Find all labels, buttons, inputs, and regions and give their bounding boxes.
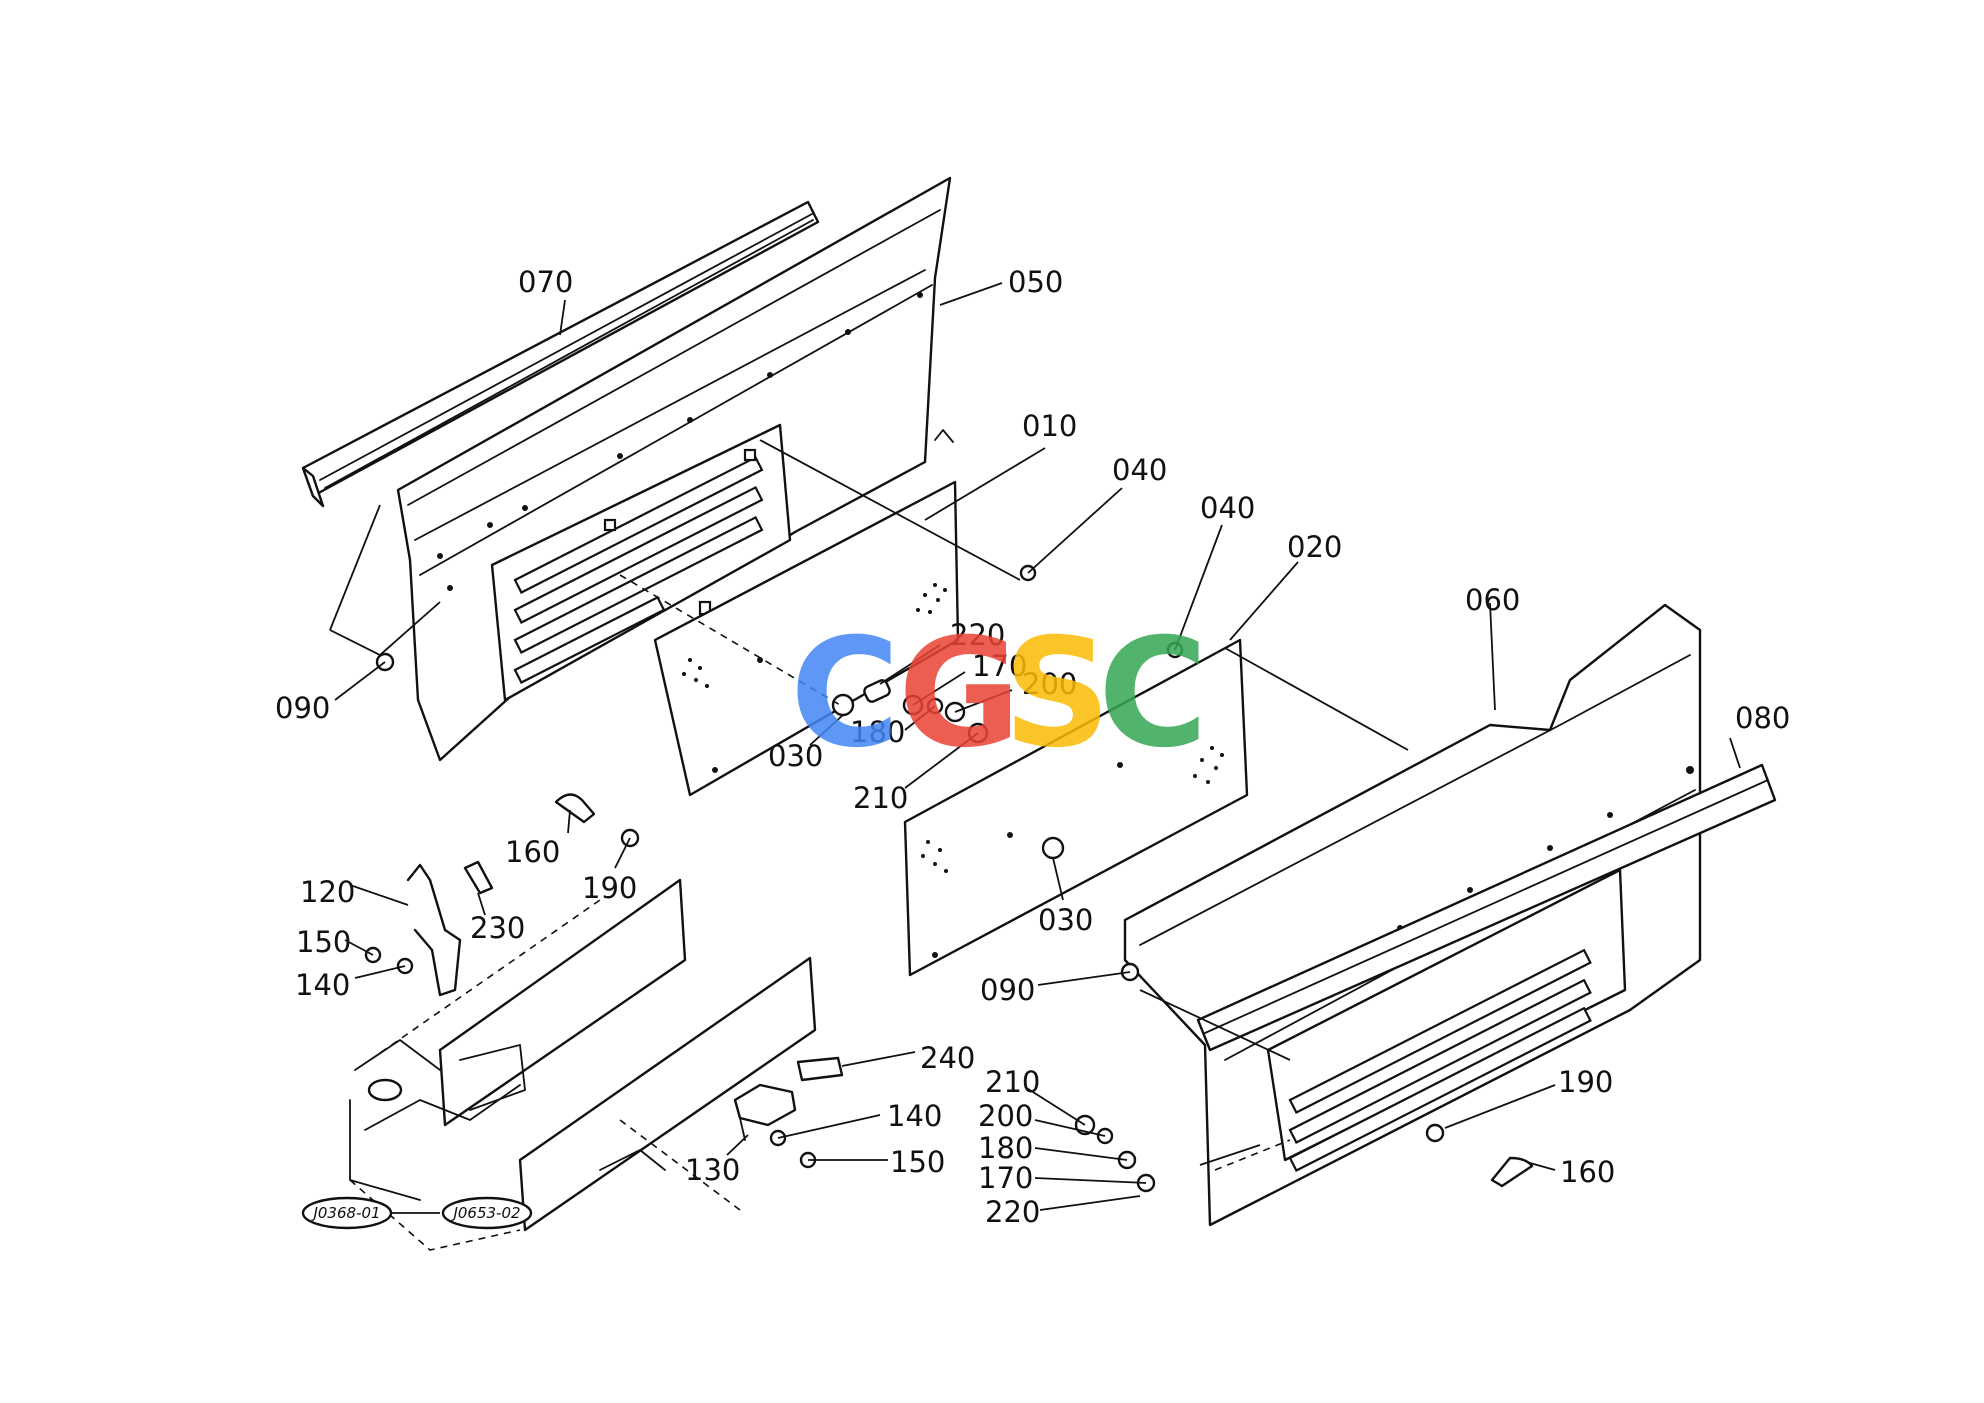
label-120: 120 bbox=[300, 875, 355, 909]
label-190-b: 190 bbox=[1558, 1065, 1613, 1099]
label-190-a: 190 bbox=[582, 871, 637, 905]
watermark-letter-2: G bbox=[898, 607, 1021, 781]
label-160-a: 160 bbox=[505, 835, 560, 869]
label-090-a: 090 bbox=[275, 691, 330, 725]
label-140-a: 140 bbox=[295, 968, 350, 1002]
label-230: 230 bbox=[470, 911, 525, 945]
label-240: 240 bbox=[920, 1041, 975, 1075]
label-040-b: 040 bbox=[1200, 491, 1255, 525]
label-030-a: 030 bbox=[768, 739, 823, 773]
inner-plate-020 bbox=[903, 638, 1249, 977]
label-170-b: 170 bbox=[978, 1161, 1033, 1195]
reference-callouts: J0368-01 J0653-02 bbox=[301, 1196, 533, 1230]
label-220-b: 220 bbox=[985, 1195, 1040, 1229]
label-leaders bbox=[334, 282, 1741, 1214]
label-160-b: 160 bbox=[1560, 1155, 1615, 1189]
label-040-a: 040 bbox=[1112, 453, 1167, 487]
label-150-a: 150 bbox=[296, 925, 351, 959]
watermark-letter-3: S bbox=[1003, 607, 1111, 781]
label-170-a: 170 bbox=[972, 649, 1027, 683]
label-210-b: 210 bbox=[985, 1065, 1040, 1099]
label-050: 050 bbox=[1008, 265, 1063, 299]
label-200-b: 200 bbox=[978, 1099, 1033, 1133]
watermark-letter-1: C bbox=[790, 607, 900, 781]
bracket-120 bbox=[406, 860, 494, 997]
reference-j0368: J0368-01 bbox=[310, 1204, 380, 1222]
label-030-b: 030 bbox=[1038, 903, 1093, 937]
watermark-letter-4: C bbox=[1098, 607, 1208, 781]
label-180-a: 180 bbox=[850, 715, 905, 749]
label-150-b: 150 bbox=[890, 1145, 945, 1179]
label-060: 060 bbox=[1465, 583, 1520, 617]
label-010: 010 bbox=[1022, 409, 1077, 443]
assembly-lines bbox=[329, 439, 1409, 1171]
label-140-b: 140 bbox=[887, 1099, 942, 1133]
label-220-a: 220 bbox=[950, 618, 1005, 652]
label-180-b: 180 bbox=[978, 1131, 1033, 1165]
label-090-b: 090 bbox=[980, 973, 1035, 1007]
inner-plate-010 bbox=[653, 480, 960, 797]
label-130: 130 bbox=[685, 1153, 740, 1187]
reference-j0653: J0653-02 bbox=[450, 1204, 520, 1222]
label-020: 020 bbox=[1287, 530, 1342, 564]
label-070: 070 bbox=[518, 265, 573, 299]
watermark-logo: C G S C bbox=[790, 607, 1208, 781]
label-200-a: 200 bbox=[1022, 667, 1077, 701]
latch-130 bbox=[733, 1056, 844, 1141]
label-210-a: 210 bbox=[853, 781, 908, 815]
cover-panel-050 bbox=[396, 176, 954, 762]
trim-strip-080 bbox=[1196, 763, 1777, 1052]
trim-strip-070 bbox=[301, 200, 820, 508]
part-labels: 070 050 010 040 040 020 060 080 090 220 … bbox=[275, 265, 1790, 1229]
label-080: 080 bbox=[1735, 701, 1790, 735]
